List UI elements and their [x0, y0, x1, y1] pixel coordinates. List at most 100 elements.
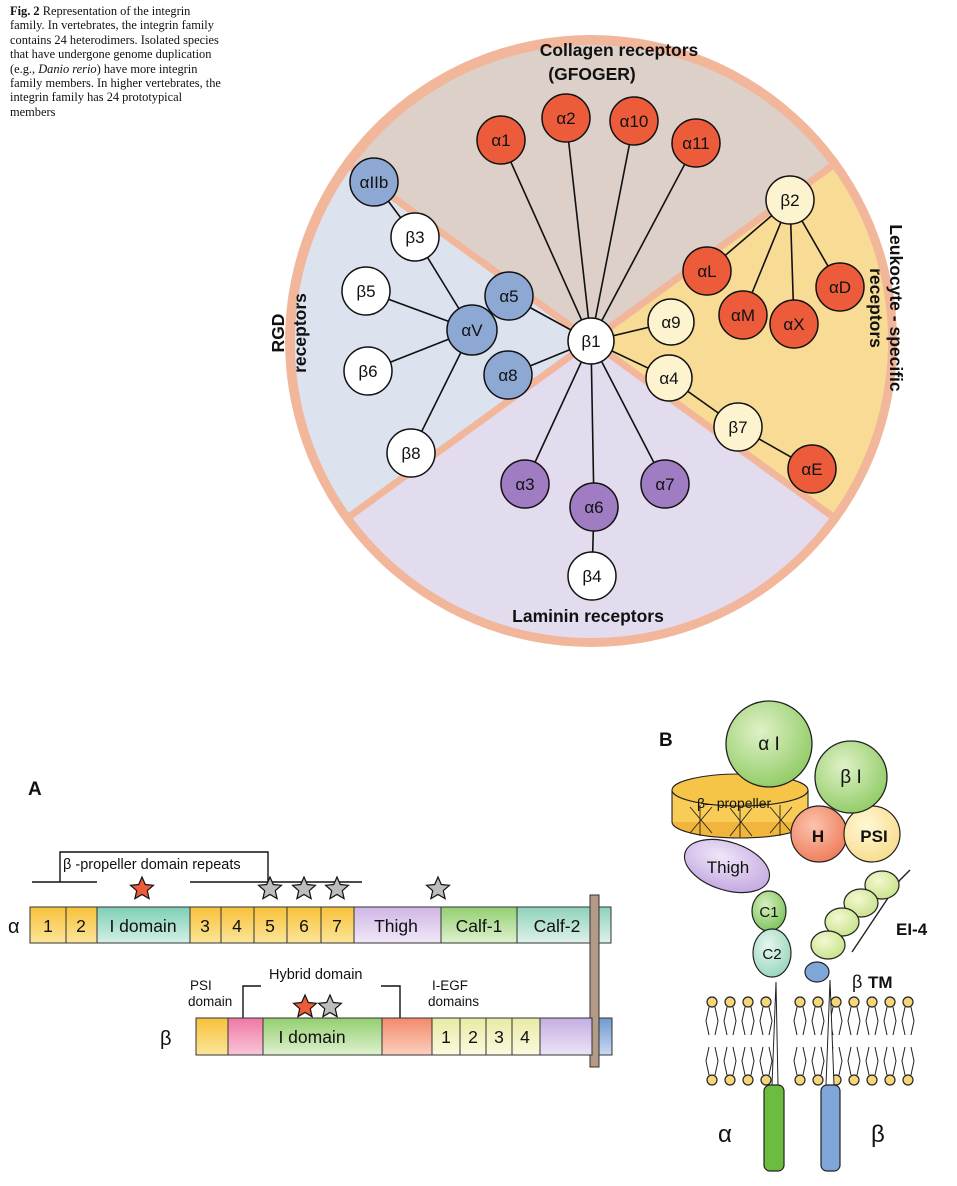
- beta-seg-egf1: [431, 1017, 461, 1056]
- panel-b-letter: B: [659, 730, 673, 751]
- node-a6: [569, 482, 619, 532]
- integrin-wheel: Collagen receptors (GFOGER) Laminin rece…: [268, 35, 906, 647]
- beta-seg-psi: [195, 1017, 229, 1056]
- hybrid-label: Hybrid domain: [269, 967, 363, 983]
- rgd-title: RGD: [268, 314, 288, 353]
- rgd-subtitle: receptors: [290, 293, 310, 373]
- label-aV: αV: [461, 321, 483, 340]
- label-a8: α8: [498, 366, 517, 385]
- beta-tm-knob: [804, 961, 830, 983]
- label-b5: β5: [356, 282, 375, 301]
- alpha-label-6: 6: [299, 916, 309, 936]
- label-a1: α1: [491, 131, 510, 150]
- node-b4: [567, 551, 617, 601]
- node-a7: [640, 459, 690, 509]
- hybrid-bracket: [242, 985, 401, 1018]
- alpha-i-domain: [725, 700, 813, 788]
- leukocyte-subtitle: receptors: [866, 268, 886, 348]
- alpha-seg-3: [189, 906, 222, 944]
- alpha-label-idomain: I domain: [109, 916, 176, 936]
- beta-stars: [292, 993, 343, 1018]
- collagen-title: Collagen receptors: [540, 40, 699, 60]
- beta-label-2: 2: [468, 1027, 478, 1047]
- beta-label-4: 4: [520, 1027, 530, 1047]
- propeller-bracket: [32, 851, 362, 883]
- tm-beta-symbol: β: [852, 972, 862, 992]
- node-aE: [787, 444, 837, 494]
- beta-chain: [195, 1017, 613, 1056]
- label-b2: β2: [780, 191, 799, 210]
- beta-seg-tm: [598, 1017, 613, 1056]
- node-a10: [609, 96, 659, 146]
- psi-b-label: PSI: [860, 827, 887, 846]
- panel-a-letter: A: [28, 779, 42, 800]
- psi-label: PSI: [190, 978, 212, 993]
- sector-collagen: [351, 45, 832, 341]
- node-b1: [567, 317, 615, 365]
- beta-seg-egf3: [485, 1017, 513, 1056]
- alpha-chain-symbol: α: [8, 916, 20, 938]
- node-a3: [500, 459, 550, 509]
- alpha-label-3: 3: [200, 916, 210, 936]
- node-a11: [671, 118, 721, 168]
- caption-text: Representation of the integrin family. I…: [10, 4, 219, 76]
- alpha-seg-5: [253, 906, 288, 944]
- alpha-label-4: 4: [232, 916, 242, 936]
- beta-chain-symbol: β: [160, 1028, 172, 1050]
- alpha-label-5: 5: [265, 916, 275, 936]
- alpha-chain: [29, 906, 612, 944]
- propeller-b-label: β– propeller: [697, 795, 772, 811]
- c2-label: C2: [762, 946, 781, 963]
- beta-i-domain: [814, 740, 888, 814]
- beta-seg-labels: I domain 1 2 3 4: [278, 1027, 530, 1047]
- propeller-label: β -propeller domain repeats: [63, 857, 241, 873]
- label-aX: αX: [783, 315, 804, 334]
- node-a2: [541, 93, 591, 143]
- node-a8: [483, 350, 533, 400]
- label-aM: αM: [731, 306, 755, 325]
- panel-a: A β -propeller domain repeats α: [8, 779, 613, 1068]
- beta-seg-pink: [227, 1017, 264, 1056]
- beta-cyto-tail: [820, 1084, 841, 1172]
- label-aIIb: αIIb: [360, 173, 389, 192]
- label-a5: α5: [499, 287, 518, 306]
- label-a11: α11: [682, 134, 709, 153]
- alpha-label-7: 7: [332, 916, 342, 936]
- beta-i-label: β I: [840, 767, 862, 788]
- node-a5: [484, 271, 534, 321]
- alpha-label-thigh: Thigh: [374, 916, 418, 936]
- wheel-node-labels: β1 α1 α2 α10 α11 β2 αL αM αX αD α9 α4 β7…: [356, 109, 851, 586]
- c1-label: C1: [759, 904, 778, 921]
- label-b6: β6: [358, 362, 377, 381]
- iegf-label: I-EGF: [432, 978, 468, 993]
- label-b7: β7: [728, 418, 747, 437]
- node-a9: [647, 298, 695, 346]
- alpha-seg-4: [220, 906, 255, 944]
- psi-label-2: domain: [188, 994, 232, 1009]
- label-aL: αL: [697, 262, 716, 281]
- beta-seg-hybrid: [381, 1017, 433, 1056]
- collagen-subtitle: (GFOGER): [548, 64, 636, 84]
- label-a3: α3: [515, 475, 534, 494]
- node-a4: [645, 354, 693, 402]
- iegf-label-2: domains: [428, 994, 479, 1009]
- node-b8: [386, 428, 436, 478]
- label-a4: α4: [659, 369, 678, 388]
- node-aD: [815, 262, 865, 312]
- label-a2: α2: [556, 109, 575, 128]
- label-aD: αD: [829, 278, 851, 297]
- alpha-seg-1: [29, 906, 67, 944]
- label-a10: α10: [620, 112, 649, 131]
- alpha-tm-stalk: [771, 981, 779, 1086]
- beta-subunit-label: β: [871, 1121, 885, 1148]
- laminin-title: Laminin receptors: [512, 606, 664, 626]
- beta-label-3: 3: [494, 1027, 504, 1047]
- h-label: H: [812, 827, 824, 846]
- node-aX: [769, 299, 819, 349]
- node-aV: [446, 304, 498, 356]
- beta-label-1: 1: [441, 1027, 451, 1047]
- caption-species: Danio rerio: [38, 61, 97, 76]
- alpha-label-calf1: Calf-1: [456, 916, 503, 936]
- node-a1: [476, 115, 526, 165]
